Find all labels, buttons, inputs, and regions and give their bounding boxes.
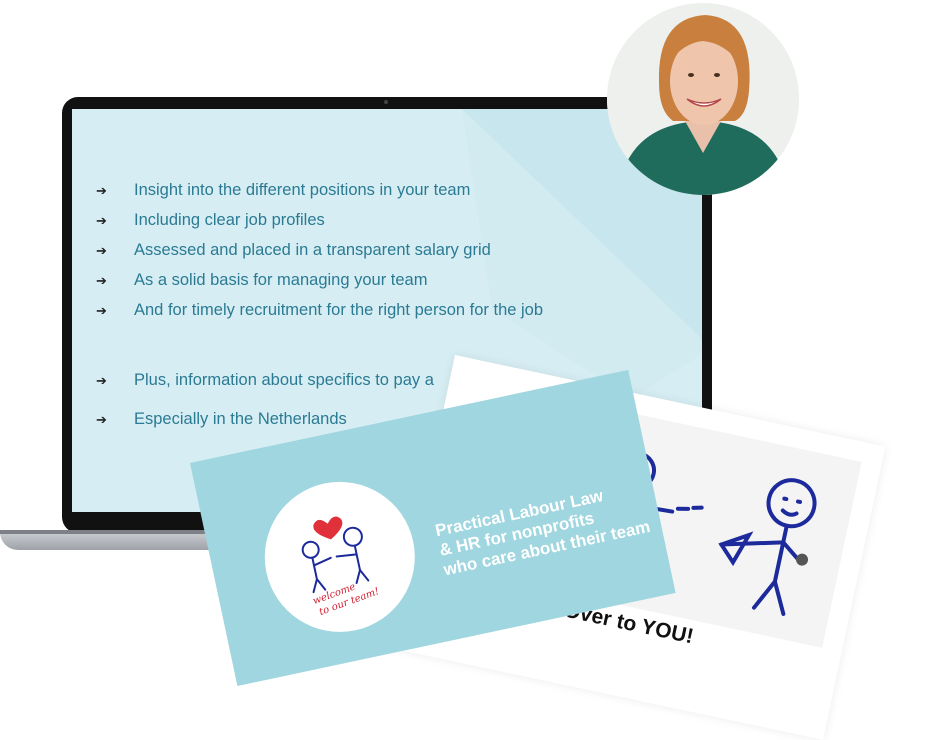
portrait-image <box>607 3 799 195</box>
arrow-right-icon: ➔ <box>96 412 107 427</box>
arrow-right-icon: ➔ <box>96 303 107 318</box>
arrow-right-icon: ➔ <box>96 373 107 388</box>
arrow-right-icon: ➔ <box>96 183 107 198</box>
arrow-right-icon: ➔ <box>96 243 107 258</box>
slide-title-card: welcome to our team! Practical Labour La… <box>190 369 676 687</box>
slide-tagline: Practical Labour Law & HR for nonprofits… <box>433 486 652 580</box>
laptop-camera <box>384 100 388 104</box>
welcome-logo: welcome to our team! <box>250 467 429 646</box>
laptop-base <box>0 530 230 550</box>
laptop-base-edge <box>0 530 230 534</box>
heart-icon <box>313 516 343 540</box>
presenter-portrait <box>607 3 799 195</box>
arrow-right-icon: ➔ <box>96 273 107 288</box>
arrow-right-icon: ➔ <box>96 213 107 228</box>
